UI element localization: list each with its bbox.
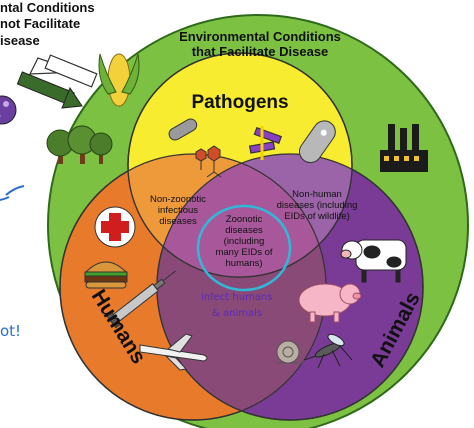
burger-icon bbox=[84, 261, 128, 289]
region-human-pathogen: Non-zoonotic infectious diseases bbox=[150, 194, 206, 227]
bacteriophage-icon bbox=[195, 145, 222, 178]
corn-icon bbox=[98, 53, 140, 107]
mosquito-icon bbox=[303, 333, 353, 369]
trees-icon bbox=[46, 125, 113, 164]
region-animal-pathogen: Non-human diseases (including EIDs of wi… bbox=[276, 189, 358, 222]
handwritten-circle bbox=[196, 204, 292, 292]
handwritten-note-line2: & animals bbox=[212, 308, 263, 319]
bacterium-icon bbox=[168, 118, 198, 141]
cow-icon bbox=[340, 239, 407, 283]
exchange-arrows bbox=[16, 54, 98, 109]
margin-handwriting: ot! bbox=[0, 322, 22, 340]
syringe-icon bbox=[106, 270, 176, 329]
planet-icon bbox=[0, 95, 17, 125]
virus-icon bbox=[248, 126, 283, 160]
outer-conditions-title: ntal Conditions not Facilitate isease bbox=[0, 0, 95, 48]
region-center-zoonotic: Zoonotic diseases (including many EIDs o… bbox=[215, 214, 273, 269]
capsule-icon bbox=[299, 120, 336, 164]
first-aid-icon bbox=[94, 206, 136, 248]
margin-marks bbox=[0, 185, 25, 201]
pig-icon bbox=[298, 283, 362, 323]
pathogen-icons bbox=[168, 118, 336, 178]
airplane-icon bbox=[139, 333, 208, 371]
pathogens-label: Pathogens bbox=[191, 92, 289, 113]
factory-icon bbox=[380, 124, 428, 172]
handwritten-note-line1: infect humans bbox=[201, 292, 273, 303]
environment-title: Environmental Conditions that Facilitate… bbox=[179, 29, 341, 59]
